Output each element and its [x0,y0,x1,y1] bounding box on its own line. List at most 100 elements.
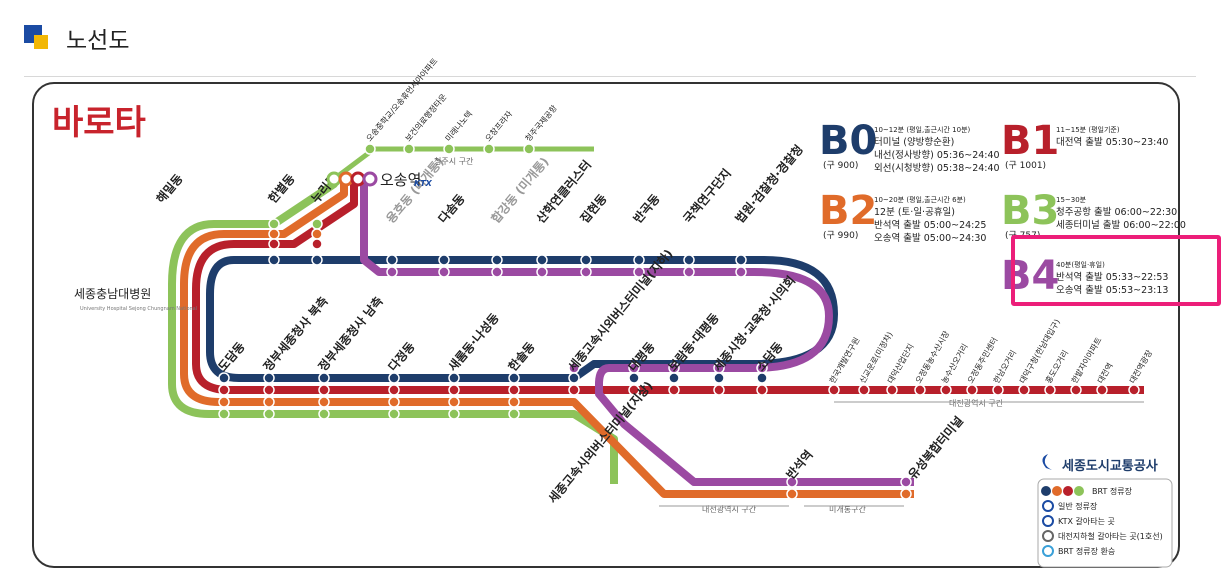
legend-dot-3 [1074,486,1084,496]
station-top-10: 법원·검찰청·경찰청 [732,142,806,226]
station-bottom-4: 새롬동·나성동 [445,310,502,374]
dot-b2-bot-0 [218,396,230,408]
dot-b4-top-7 [580,266,592,278]
dot-b4-yuseong [900,476,912,488]
station-bottom-6: 세종고속시외버스터미널(지하) [565,246,676,374]
station-bottom-3: 다정동 [385,339,418,374]
station-osong-top-0: 오송중학교/오송휴먼시아아파트 [364,56,440,143]
route-line-b0-3: 외선(시청방향) 05:38~24:40 [874,162,1000,174]
dot-b4-top-9 [683,266,695,278]
dot-b1-dj-9 [1070,384,1082,396]
dot-b1-dj-4 [940,384,952,396]
dot-b0-top-5 [491,254,503,266]
dot-b1-bot-2 [318,384,330,396]
legend-icon-2 [1042,515,1054,527]
station-osong-top-3: 오창프라자 [484,109,515,143]
route-info: B0(구 900)10~12분 (평일,출근시간 10분)터미널 (양방향순환)… [819,118,1186,299]
dot-b1-dj-6 [992,384,1004,396]
dot-b1-bot2-6 [568,384,580,396]
station-daejeon-0: 한국개발연구원 [827,335,861,385]
dot-b4-top-4 [438,266,450,278]
dot-b2-a [268,228,280,240]
dot-b3-bot-1 [263,408,275,420]
header-divider [24,76,1196,77]
legend-item-1: 일반 정류장 [1058,501,1098,511]
route-line-b4-0: 40분(평일·휴일) [1056,260,1105,269]
dot-b0-bot-5 [508,372,520,384]
dot-b3-bot-0 [218,408,230,420]
dot-b1-bot-0 [218,384,230,396]
osong-station: 오송역 KTX [326,171,433,189]
dot-b1-dj-2 [886,384,898,396]
station-daejeon-2: 대덕산업단지 [885,342,916,385]
daejeon-zone: 대전광역시 구간 [949,398,1004,408]
unopened-zone: 미개통구간 [829,504,866,514]
route-line-b4-2: 오송역 출발 05:53~23:13 [1056,285,1168,296]
dot-b1-dj-8 [1044,384,1056,396]
route-code-b3: B3 [1001,188,1059,234]
dot-b1-bot-3 [388,384,400,396]
dot-b0-b [311,254,323,266]
org-logo-icon [1042,454,1052,470]
dot-b3-top-3 [483,143,495,155]
dot-b2-yuseong [900,488,912,500]
station-bottom-0: 도담동 [215,339,248,374]
legend-icon-3 [1042,530,1054,542]
legend-dot-2 [1063,486,1073,496]
station-daejeon-10: 대전역 [1095,361,1115,385]
dot-b3-top-0 [364,143,376,155]
station-top-4: 다솜동 [435,191,468,226]
dot-b4-top-10 [735,266,747,278]
dot-b0-bot2-10 [756,372,768,384]
legend-box [1037,478,1173,568]
route-line-b2-3: 오송역 출발 05:00~24:30 [874,233,986,244]
dot-b0-bot2-9 [713,372,725,384]
legend-dot-1 [1052,486,1062,496]
dot-b1-bot2-8 [668,384,680,396]
unopened-dashes [804,480,904,496]
osong-top-zone: 청주시 구간 [434,156,474,166]
dot-b2-bot-4 [448,396,460,408]
dot-b4-top-8 [633,266,645,278]
station-daejeon-6: 한남오거리 [992,349,1018,385]
dot-b3-bot-3 [388,408,400,420]
dot-b1-bot2-10 [756,384,768,396]
dot-b1-bot2-7 [628,384,640,396]
route-code-b2: B2 [819,188,877,234]
route-old-b0: (구 900) [823,160,858,171]
legend-item-3: 대전지하철 갈아타는 곳(1호선) [1058,531,1163,541]
station-daejeon-8: 홍도오거리 [1043,348,1070,385]
brand-logo: 바로타 [52,103,146,143]
dot-b3-top-4 [523,143,535,155]
left-station-label: 세종충남대병원 [74,287,151,301]
dot-b0-top-7 [580,254,592,266]
station-banseok: 반석역 [783,447,816,482]
dot-b0-top-6 [536,254,548,266]
dot-b0-top-10 [735,254,747,266]
line-b3 [168,179,618,484]
station-dots [218,143,1140,500]
dot-b1-b [311,238,323,250]
route-line-b1-1: 대전역 출발 05:30~23:40 [1056,137,1168,148]
dot-b3-b [311,218,323,230]
route-line-b3-0: 15~30분 [1056,196,1087,204]
dot-b1-dj-11 [1128,384,1140,396]
station-osong-top-4: 청주국제공항 [524,103,560,143]
station-yuseong: 유성복합터미널 [905,413,966,482]
dot-b1-bot-4 [448,384,460,396]
line-b4 [360,179,914,486]
dot-b0-bot-2 [318,372,330,384]
dot-b1-dj-5 [966,384,978,396]
dot-b2-bot-3 [388,396,400,408]
ktx-label: KTX [414,179,433,188]
dot-b0-top-4 [438,254,450,266]
station-top-9: 국책연구단지 [680,166,734,226]
dot-b1-a [268,238,280,250]
dot-b0-bot-3 [388,372,400,384]
page-title: 노선도 [66,28,130,54]
dot-b4-top-6 [536,266,548,278]
route-line-b2-0: 10~20분 (평일,출근시간 6분) [874,195,966,204]
route-line-b2-2: 반석역 출발 05:00~24:25 [874,220,986,231]
